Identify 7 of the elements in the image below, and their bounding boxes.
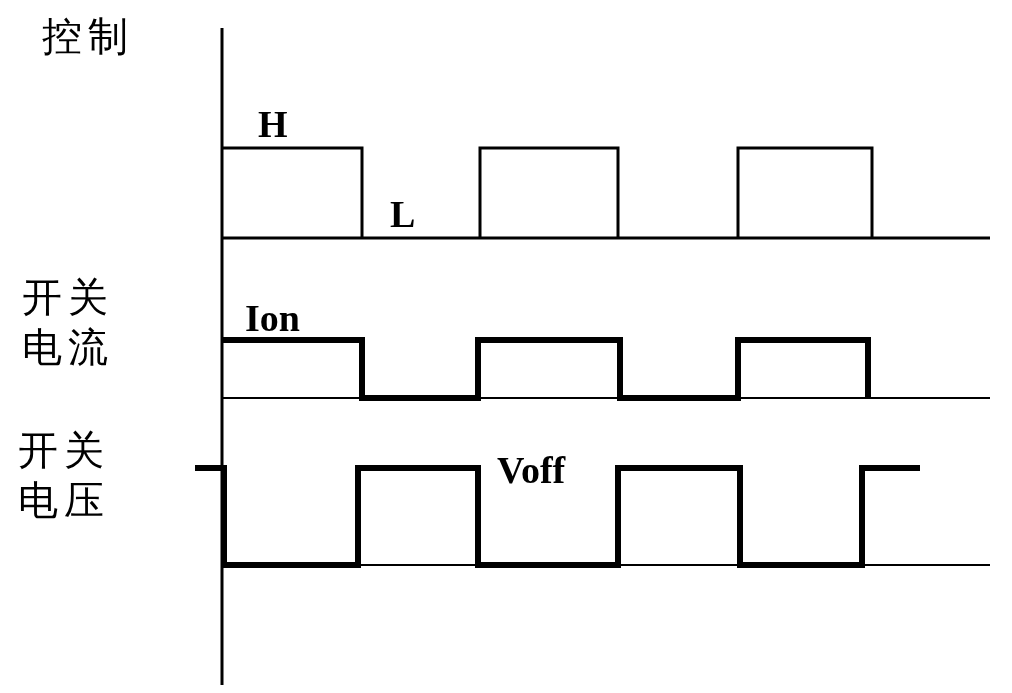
level-label: H [258,104,288,146]
axis-label: 开关电压 [18,426,111,525]
axis-label: 开关电流 [22,273,115,372]
signal-label: Ion [245,298,300,340]
axis-label: 控制 [42,14,134,58]
level-label: L [390,194,416,236]
signal-label: Voff [497,450,566,492]
